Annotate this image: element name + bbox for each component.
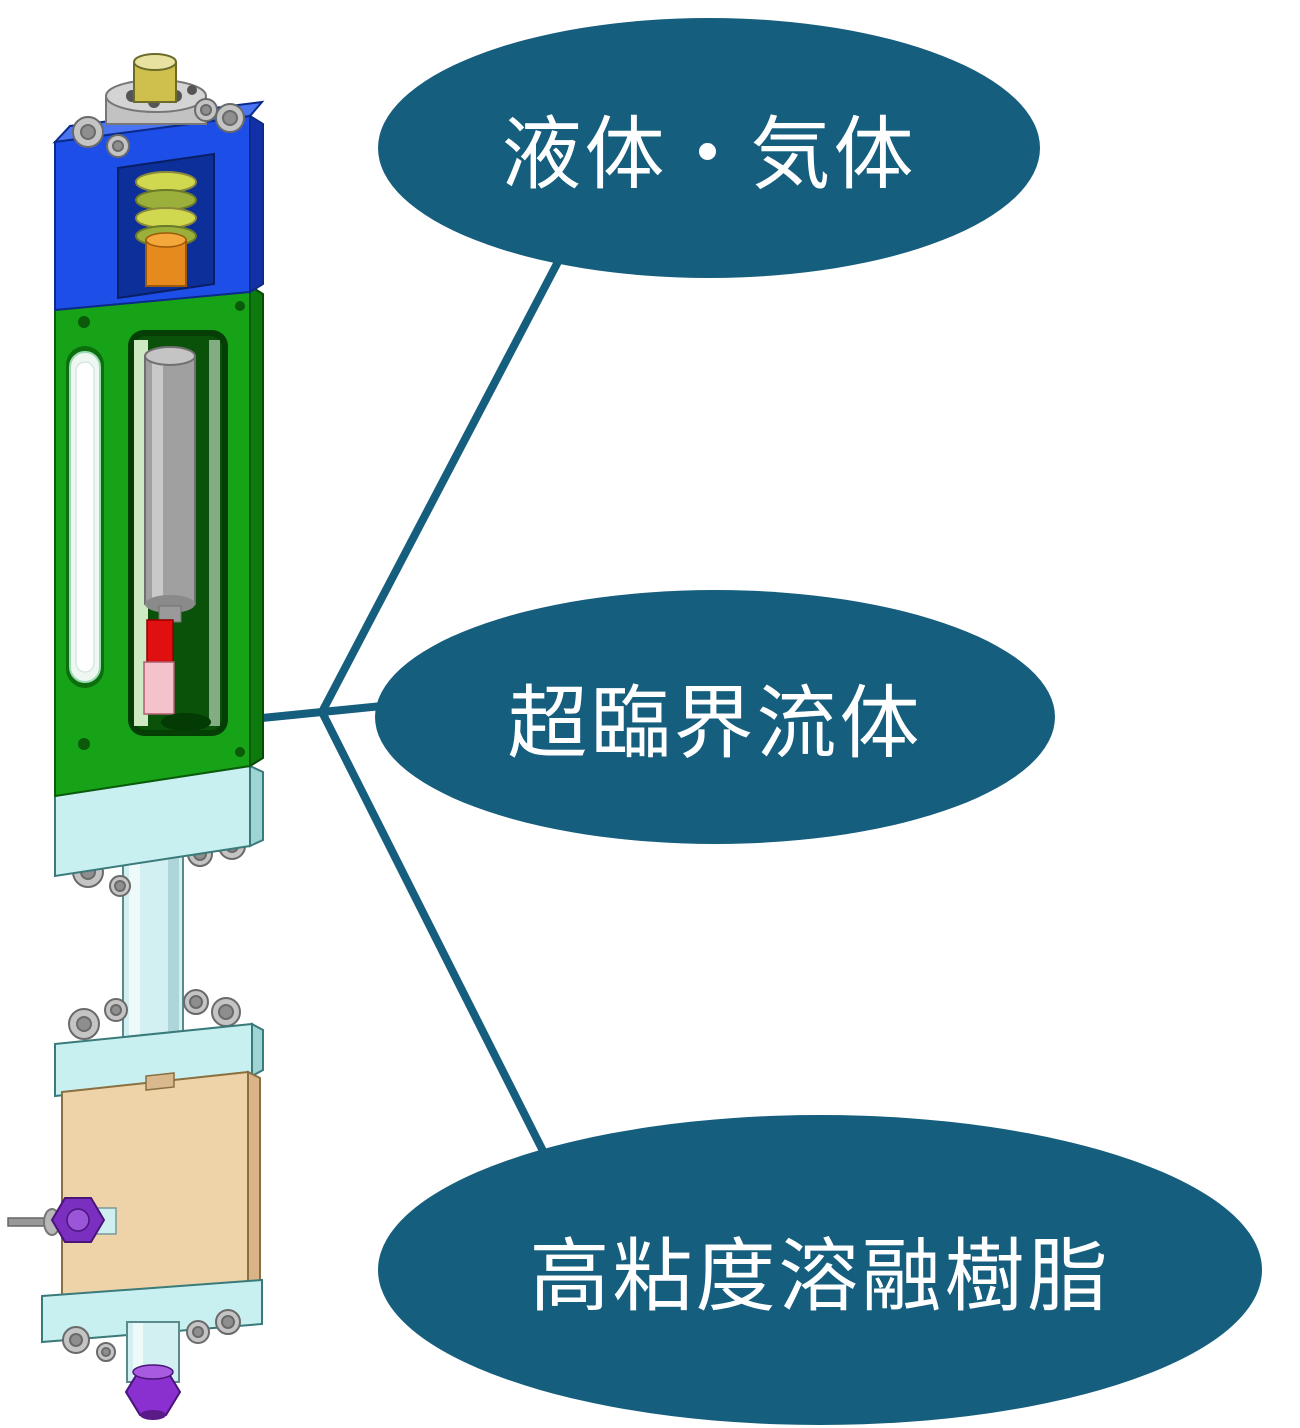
callout-label-supercritical: 超臨界流体 — [507, 679, 923, 768]
top-cap — [133, 53, 177, 103]
connector-lines — [258, 254, 564, 1159]
top-bolts — [72, 98, 245, 158]
adjuster-knob — [7, 1197, 117, 1243]
inlet-interior — [117, 152, 215, 300]
sight-window — [128, 330, 228, 736]
connector-line-bottom — [318, 708, 549, 1159]
outlet-nut — [124, 1364, 182, 1420]
piston — [144, 346, 196, 623]
inlet-block — [52, 100, 265, 312]
plunger-tip — [143, 661, 175, 715]
sight-glass-body — [54, 284, 264, 798]
side-slot — [66, 346, 104, 688]
callout-ellipse-molten-resin: 高粘度溶融樹脂 — [378, 1115, 1262, 1425]
cavity-hole — [161, 713, 211, 731]
heater-block — [61, 1070, 261, 1318]
callout-ellipse-supercritical: 超臨界流体 — [375, 590, 1055, 844]
connecting-tube — [122, 845, 184, 1047]
lower-bottom-bolts — [62, 1309, 241, 1362]
piston-red-band — [146, 619, 174, 663]
connector-line-top — [318, 254, 564, 716]
green-face-holes — [78, 301, 245, 757]
lower-top-bolts — [68, 989, 241, 1040]
callout-label-molten-resin: 高粘度溶融樹脂 — [529, 1232, 1111, 1321]
connector-stub — [258, 708, 326, 722]
callout-ellipse-liquid-gas: 液体・気体 — [378, 18, 1040, 278]
callout-label-liquid-gas: 液体・気体 — [501, 110, 917, 199]
